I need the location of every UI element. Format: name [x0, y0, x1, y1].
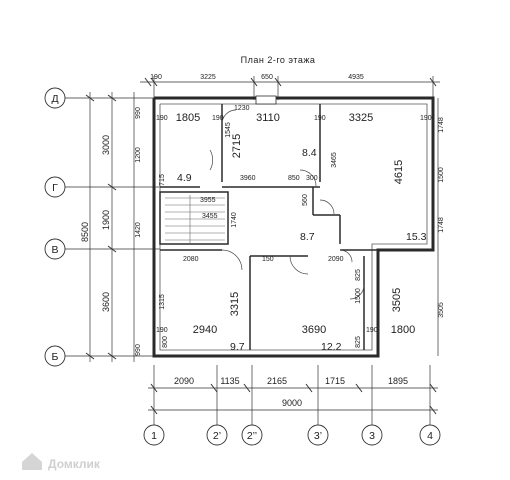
r1-b: 190: [212, 115, 224, 122]
left-dim-3600: 3600: [101, 292, 111, 312]
r5-width: 3690: [302, 324, 326, 336]
right-dim-3505: 3505: [438, 302, 445, 318]
r1-width: 1805: [176, 112, 200, 124]
column-axes: 1 2’ 2’’ 3’ 3 4: [143, 365, 441, 446]
r3-height: 4615: [393, 160, 405, 184]
left-dim-3000: 3000: [101, 135, 111, 155]
r2-a: 190: [314, 115, 326, 122]
axis-label-3p: 3’: [314, 430, 322, 442]
bottom-dim-1715: 1715: [325, 376, 345, 386]
bottom-dimension-chain: 2090 1135 2165 1715 1895 9000: [148, 376, 438, 415]
left-inner-990a: 990: [135, 107, 142, 119]
axis-label-g: Г: [52, 182, 58, 194]
axis-label-v: В: [51, 244, 58, 256]
left-inner-990b: 990: [135, 344, 142, 356]
r6-1500: 1500: [355, 288, 362, 304]
area-8-4: 8.4: [302, 147, 317, 159]
watermark-logo: Домклик: [22, 453, 101, 471]
axis-label-1: 1: [151, 430, 157, 442]
r6-825b: 825: [355, 336, 362, 348]
area-15-3: 15.3: [406, 231, 427, 243]
domklik-logo-icon: [22, 453, 42, 470]
left-inner-800: 800: [162, 336, 169, 348]
r1-a: 190: [156, 115, 168, 122]
axis-label-2pp: 2’’: [247, 430, 257, 442]
axis-label-d: Д: [51, 93, 58, 105]
axis-circle-3p: [307, 424, 329, 446]
area-8-7: 8.7: [300, 231, 315, 243]
axis-circle-4: [419, 424, 441, 446]
axis-label-b: Б: [52, 351, 59, 363]
r3-width: 3325: [349, 112, 373, 124]
r3-a: 190: [420, 115, 432, 122]
r6-825a: 825: [355, 269, 362, 281]
r5-a: 190: [366, 327, 378, 334]
left-dimension-chain: 8500 3000 1900 3600 990 1200 715 1420 13…: [80, 92, 169, 362]
top-dimension-chain: 190 3225 650 4935: [140, 74, 440, 100]
staircase: [165, 195, 225, 243]
c-2090: 2090: [328, 256, 344, 263]
area-4-9: 4.9: [177, 172, 192, 184]
axis-circle-g: [44, 176, 66, 198]
axis-label-3: 3: [369, 430, 375, 442]
axis-circle-1: [143, 424, 165, 446]
right-dimension-chain: 1748 1500 1748 3505: [437, 98, 445, 356]
axis-circle-3: [361, 424, 383, 446]
c-3960: 3960: [240, 175, 256, 182]
c-1740: 1740: [231, 212, 238, 228]
axis-circle-v: [44, 238, 66, 260]
top-dim-650: 650: [261, 74, 273, 81]
room-labels: 190 1805 190 1230 1545 3110 2715 190 332…: [156, 105, 432, 353]
walls: [152, 95, 435, 358]
axis-label-2p: 2’: [213, 430, 221, 442]
r6-height: 3505: [391, 288, 403, 312]
top-dim-4935: 4935: [348, 74, 364, 81]
c-150b: 150: [262, 256, 274, 263]
doors: [209, 109, 365, 300]
bottom-dim-2165: 2165: [267, 376, 287, 386]
r2-height: 2715: [231, 134, 243, 158]
c-560: 560: [302, 194, 309, 206]
left-dim-1900: 1900: [101, 210, 111, 230]
right-dim-1748b: 1748: [438, 217, 445, 233]
top-dim-190: 190: [150, 74, 162, 81]
r6-width: 1800: [391, 324, 415, 336]
left-dim-total: 8500: [80, 222, 90, 242]
plan-title: План 2-го этажа: [241, 55, 316, 65]
c-2080: 2080: [183, 256, 199, 263]
right-dim-1748a: 1748: [438, 117, 445, 133]
axis-circle-b: [44, 345, 66, 367]
bottom-dim-total: 9000: [282, 398, 302, 408]
r2-l: 1545: [225, 122, 232, 138]
r4-height: 3315: [229, 292, 241, 316]
watermark-text: Домклик: [48, 457, 101, 471]
left-inner-1420: 1420: [135, 222, 142, 238]
bottom-dim-1135: 1135: [220, 376, 239, 386]
c-300: 300: [306, 175, 318, 182]
area-9-7: 9.7: [230, 341, 245, 353]
top-dim-3225: 3225: [200, 74, 216, 81]
axis-circle-2pp: [241, 424, 263, 446]
r4-width: 2940: [193, 324, 217, 336]
left-inner-1200: 1200: [135, 147, 142, 163]
r4-a: 190: [156, 327, 168, 334]
c-3955: 3955: [200, 197, 216, 204]
r2-k: 1230: [234, 105, 250, 112]
right-dim-1500: 1500: [438, 167, 445, 183]
bottom-dim-2090: 2090: [174, 376, 194, 386]
axis-circle-d: [44, 87, 66, 109]
left-inner-1315: 1315: [159, 294, 166, 310]
area-12-2: 12.2: [321, 341, 342, 353]
c-3455: 3455: [202, 213, 218, 220]
left-inner-715: 715: [159, 174, 166, 186]
r2-width: 3110: [256, 112, 280, 124]
c-850: 850: [288, 175, 300, 182]
axis-circle-2p: [206, 424, 228, 446]
axis-label-4: 4: [427, 430, 433, 442]
bottom-dim-1895: 1895: [388, 376, 408, 386]
r3-b: 3465: [331, 152, 338, 168]
